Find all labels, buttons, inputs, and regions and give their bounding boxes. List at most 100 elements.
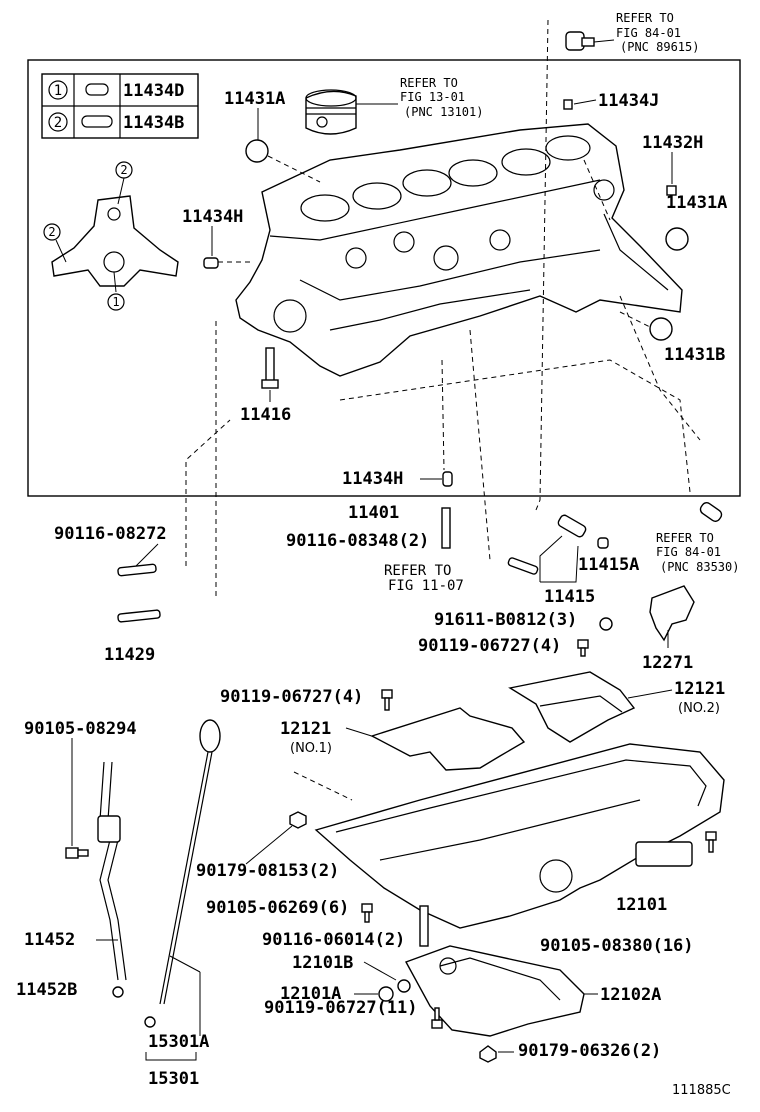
figure-id: 111885C — [672, 1083, 731, 1098]
label-91611-B0812: 91611-B0812(3) — [434, 610, 577, 630]
stud-90116-08348-icon — [441, 507, 451, 549]
label-15301: 15301 — [148, 1069, 199, 1089]
label-11431A-top: 11431A — [224, 89, 285, 109]
label-11432H: 11432H — [642, 133, 703, 153]
ref2-line3: (PNC 13101) — [404, 105, 483, 119]
ring-15301A-icon — [144, 1016, 156, 1028]
long-pin-icon — [81, 115, 113, 128]
seal-11431A-icon — [665, 227, 689, 251]
label-11431B: 11431B — [664, 345, 725, 365]
label-90116-08272: 90116-08272 — [54, 524, 167, 544]
ref2-line2: FIG 13-01 — [400, 90, 465, 104]
label-11429: 11429 — [104, 645, 155, 665]
label-11434H-lower: 11434H — [342, 469, 403, 489]
pin-11434J-icon — [563, 99, 573, 110]
label-90179-08153: 90179-08153(2) — [196, 861, 339, 881]
stud-90116-06014-icon — [419, 905, 429, 947]
short-pin-icon — [85, 83, 109, 96]
stud-11-07-icon — [507, 557, 539, 575]
plug-11431A-icon — [245, 139, 269, 163]
label-12101: 12101 — [616, 895, 667, 915]
label-90119-06727-b: 90119-06727(4) — [220, 687, 363, 707]
label-11415A: 11415A — [578, 555, 639, 575]
dipstick-guide-icon — [97, 761, 127, 981]
ref4-line2: FIG 84-01 — [656, 545, 721, 559]
marker-1-bottom: 1 — [112, 295, 119, 309]
marker-1-icon — [107, 293, 125, 311]
gasket-12101B-icon — [397, 979, 411, 993]
marker-2-icon — [43, 223, 61, 241]
piston-icon — [305, 89, 398, 135]
ref1-line2: FIG 84-01 — [616, 26, 681, 40]
label-11401: 11401 — [348, 503, 399, 523]
label-11452: 11452 — [24, 930, 75, 950]
bolt-90119-a-icon — [577, 639, 589, 657]
block-group-frame — [27, 59, 741, 497]
label-90105-06269: 90105-06269(6) — [206, 898, 349, 918]
cylinder-block-icon — [235, 123, 683, 377]
oil-strainer-bracket-icon — [649, 585, 695, 648]
bearing-cap-bracket: 2 2 1 — [43, 161, 179, 311]
legend-part-2: 11434B — [123, 113, 184, 133]
label-11452B: 11452B — [16, 980, 77, 1000]
marker-2-left: 2 — [48, 225, 55, 239]
label-12121-no1: 12121 — [280, 719, 331, 739]
bolt-91611-icon — [599, 617, 613, 631]
label-12271: 12271 — [642, 653, 693, 673]
label-90105-08380: 90105-08380(16) — [540, 936, 694, 956]
label-15301A: 15301A — [148, 1032, 209, 1052]
label-no2: (NO.2) — [678, 701, 720, 716]
stiffener-plate-no1-icon — [370, 707, 526, 771]
ring-11452B-icon — [112, 986, 124, 998]
oil-pan-lower-icon — [404, 945, 585, 1037]
bolt-90119-b-icon — [381, 689, 393, 711]
label-11431A-right: 11431A — [666, 193, 727, 213]
label-11416: 11416 — [240, 405, 291, 425]
stiffener-plate-no2-icon — [508, 671, 636, 743]
label-90116-08348: 90116-08348(2) — [286, 531, 429, 551]
label-11434J: 11434J — [598, 91, 659, 111]
bolt-90119-c-icon — [431, 1007, 443, 1029]
bolt-11416-icon — [261, 347, 279, 389]
label-12101B: 12101B — [292, 953, 353, 973]
label-90179-06326: 90179-06326(2) — [518, 1041, 661, 1061]
ref3-line1: REFER TO — [384, 563, 451, 579]
ref2-line1: REFER TO — [400, 76, 458, 90]
legend-marker-2-icon — [48, 112, 68, 132]
legend-table: 1 11434D 2 11434B — [41, 73, 199, 139]
stud-90116-08272-icon — [117, 563, 157, 577]
pin-11434H-lower-icon — [442, 471, 453, 487]
bolt-90105-06269-icon — [361, 903, 373, 923]
ref4-line3: (PNC 83530) — [660, 560, 739, 574]
ref4-line1: REFER TO — [656, 531, 714, 545]
marker-2-top: 2 — [120, 163, 127, 177]
label-90116-06014: 90116-06014(2) — [262, 930, 405, 950]
label-no1: (NO.1) — [290, 741, 332, 756]
seal-11431B-icon — [649, 317, 673, 341]
label-90105-08294: 90105-08294 — [24, 719, 137, 739]
oil-pan-icon — [314, 743, 725, 929]
marker-2-icon — [115, 161, 133, 179]
label-11434H-left: 11434H — [182, 207, 243, 227]
pin-11434H-icon — [203, 257, 219, 269]
stud-11429-icon — [117, 609, 161, 623]
label-11415: 11415 — [544, 587, 595, 607]
label-90119-06727-c: 90119-06727(11) — [264, 998, 418, 1018]
pin-11432H-icon — [666, 185, 677, 196]
label-90119-06727-a: 90119-06727(4) — [418, 636, 561, 656]
nut-90179-06326-icon — [479, 1045, 497, 1063]
label-12102A: 12102A — [600, 985, 661, 1005]
legend-num-1: 1 — [54, 83, 62, 99]
sensor-89615-icon — [565, 31, 615, 51]
legend-part-1: 11434D — [123, 81, 184, 101]
legend-num-2: 2 — [54, 115, 62, 131]
ref3-line2: FIG 11-07 — [388, 578, 464, 594]
ref1-line1: REFER TO — [616, 11, 674, 25]
label-12101A: 12101A — [280, 984, 341, 1004]
dipstick-icon — [159, 719, 221, 1005]
oil-pressure-switch-icon — [557, 514, 609, 549]
legend-marker-1-icon — [48, 80, 68, 100]
plug-12101A-icon — [378, 986, 394, 1002]
ref1-line3: (PNC 89615) — [620, 40, 699, 54]
